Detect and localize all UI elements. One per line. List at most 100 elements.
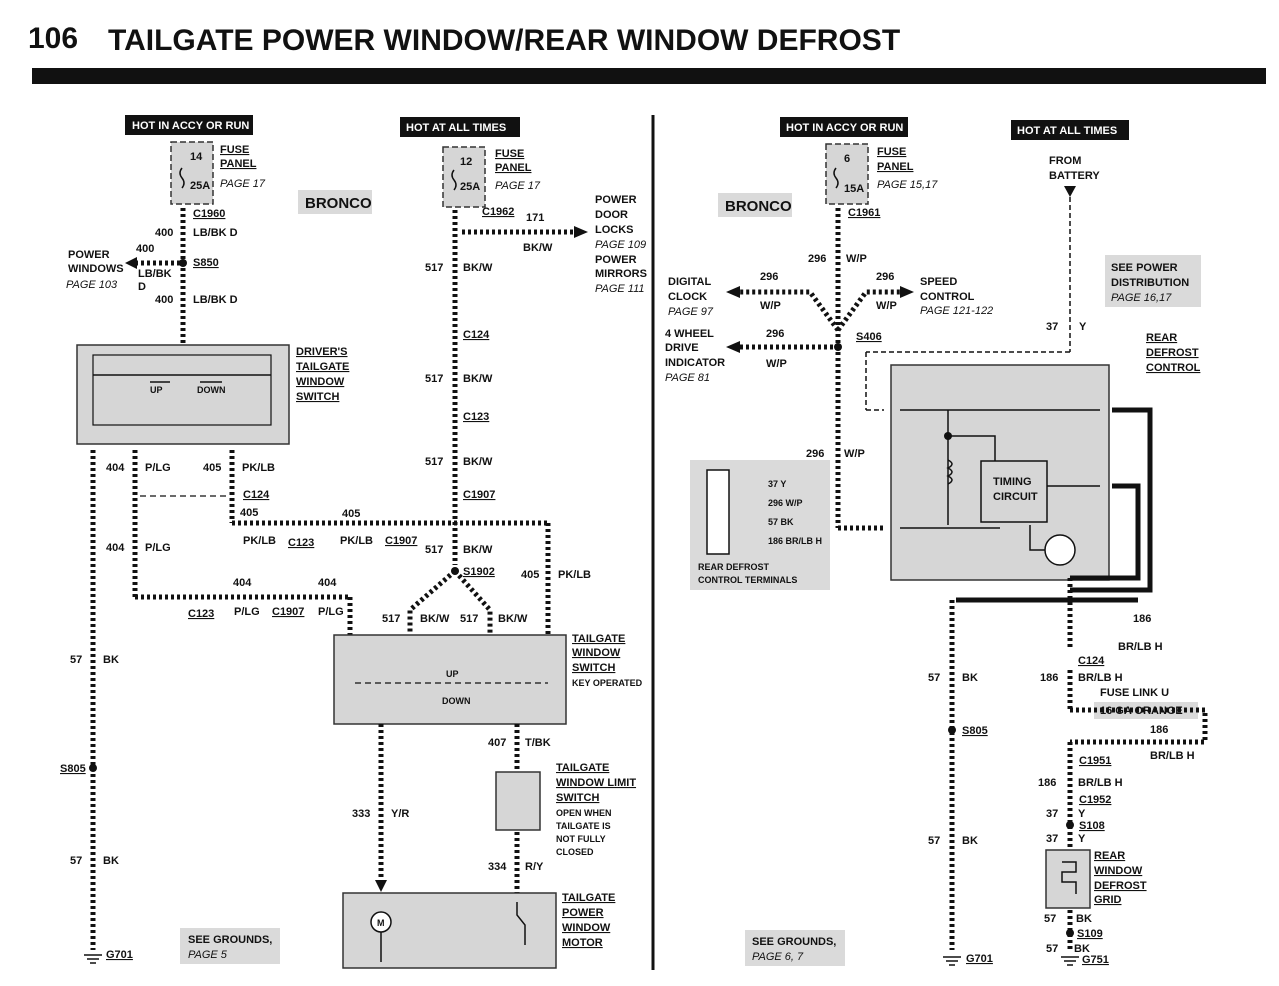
indicator-lamp-icon bbox=[1044, 534, 1076, 566]
grid-label-2: WINDOW bbox=[1094, 865, 1143, 877]
splice-s109-label: S109 bbox=[1077, 928, 1103, 940]
wire-400-num-b: 400 bbox=[136, 243, 154, 255]
power-mirrors-label-2: MIRRORS bbox=[595, 268, 647, 280]
motor-label-4: MOTOR bbox=[562, 937, 603, 949]
terminal-connector-icon bbox=[706, 469, 730, 555]
motor-label: TAILGATE bbox=[562, 892, 615, 904]
wire-517-num-f: 517 bbox=[460, 613, 478, 625]
splice-s805-left-label: S805 bbox=[60, 763, 86, 775]
arrow-333 bbox=[375, 880, 387, 892]
wire-404-num-b: 404 bbox=[106, 542, 125, 554]
wire-517-color-f: BK/W bbox=[498, 613, 528, 625]
wire-186-a bbox=[1070, 407, 1153, 593]
fuse-link-wire bbox=[1070, 707, 1208, 745]
connector-c1962: C1962 bbox=[482, 206, 514, 218]
arrow-from-battery bbox=[1064, 186, 1076, 197]
wire-296-color-a: W/P bbox=[846, 253, 867, 265]
arrow-4wd-indicator bbox=[726, 341, 740, 353]
wire-405-color-d: PK/LB bbox=[558, 569, 591, 581]
wire-186-num-d: 186 bbox=[1038, 777, 1056, 789]
fuse-12 bbox=[442, 146, 486, 208]
wire-517-color-b: BK/W bbox=[463, 373, 493, 385]
wire-186-b bbox=[1070, 483, 1141, 581]
fuse-12-label-2: PANEL bbox=[495, 162, 532, 174]
arrow-digital-clock bbox=[726, 286, 740, 298]
wire-405-num-a: 405 bbox=[203, 462, 221, 474]
wire-407-color: T/BK bbox=[525, 737, 551, 749]
tailgate-switch-label-3: SWITCH bbox=[572, 662, 615, 674]
tailgate-switch-label: TAILGATE bbox=[572, 633, 625, 645]
4wd-indicator-label-3: INDICATOR bbox=[665, 357, 725, 369]
4wd-indicator-label-2: DRIVE bbox=[665, 342, 699, 354]
digital-clock-page: PAGE 97 bbox=[668, 306, 714, 318]
wire-57-color-a: BK bbox=[103, 654, 119, 666]
splice-s850 bbox=[179, 259, 187, 267]
wire-400-color-b-d: D bbox=[138, 281, 146, 293]
digital-clock-label: DIGITAL bbox=[668, 276, 711, 288]
fuse-6-element-icon bbox=[833, 167, 839, 189]
power-door-locks-label-2: DOOR bbox=[595, 209, 628, 221]
arrow-power-door-locks bbox=[574, 226, 588, 238]
limit-switch-note-2: TAILGATE IS bbox=[556, 821, 611, 831]
fuse-12-number: 12 bbox=[460, 156, 472, 168]
power-mirrors-label: POWER bbox=[595, 254, 637, 266]
rear-defrost-control-label-2: DEFROST bbox=[1146, 347, 1199, 359]
connector-c124-186: C124 bbox=[1078, 655, 1105, 667]
limit-switch-label-2: WINDOW LIMIT bbox=[556, 777, 636, 789]
timing-circuit-label-2: CIRCUIT bbox=[993, 491, 1038, 503]
wire-517-num-e: 517 bbox=[382, 613, 400, 625]
wire-517-color-a: BK/W bbox=[463, 262, 493, 274]
4wd-indicator-page: PAGE 81 bbox=[665, 372, 710, 384]
connector-c1960: C1960 bbox=[193, 208, 225, 220]
wire-404-num-c: 404 bbox=[233, 577, 252, 589]
page-title: TAILGATE POWER WINDOW/REAR WINDOW DEFROS… bbox=[108, 24, 900, 57]
see-grounds-right-page: PAGE 6, 7 bbox=[752, 951, 804, 963]
rear-window-defrost-grid bbox=[1045, 849, 1091, 909]
power-door-locks-label-3: LOCKS bbox=[595, 224, 634, 236]
splice-s805-left bbox=[89, 764, 97, 772]
wire-296-num-b: 296 bbox=[760, 271, 778, 283]
wire-400-color-b: LB/BK bbox=[138, 268, 172, 280]
timing-circuit bbox=[980, 460, 1048, 523]
wire-405-color-b: PK/LB bbox=[243, 535, 276, 547]
see-grounds-right-text: SEE GROUNDS, bbox=[752, 936, 836, 948]
from-battery-label-2: BATTERY bbox=[1049, 170, 1100, 182]
wire-333-num: 333 bbox=[352, 808, 370, 820]
wire-404-color-d: P/LG bbox=[318, 606, 344, 618]
wire-57-num-a: 57 bbox=[70, 654, 82, 666]
fuse-14-label: FUSE bbox=[220, 144, 249, 156]
tailgate-switch-down: DOWN bbox=[442, 696, 471, 706]
see-grounds-left-page: PAGE 5 bbox=[188, 949, 228, 961]
drivers-switch-down: DOWN bbox=[197, 385, 226, 395]
tailgate-switch-label-2: WINDOW bbox=[572, 647, 621, 659]
motor-label-2: POWER bbox=[562, 907, 604, 919]
page-number: 106 bbox=[28, 22, 78, 55]
connector-c124-517: C124 bbox=[463, 329, 490, 341]
terminal-57: 57 BK bbox=[768, 517, 794, 527]
drivers-switch-label-3: WINDOW bbox=[296, 376, 345, 388]
speed-control-page: PAGE 121-122 bbox=[920, 305, 993, 317]
wire-517-color-e: BK/W bbox=[420, 613, 450, 625]
wire-404-num-d: 404 bbox=[318, 577, 337, 589]
wire-405-color-c: PK/LB bbox=[340, 535, 373, 547]
splice-s406-label: S406 bbox=[856, 331, 882, 343]
tailgate-switch-up: UP bbox=[446, 669, 459, 679]
see-power-distribution-text-2: DISTRIBUTION bbox=[1111, 277, 1189, 289]
fuse-12-element-icon bbox=[451, 169, 457, 191]
see-grounds-left bbox=[180, 928, 280, 964]
fuse-14-label-2: PANEL bbox=[220, 158, 257, 170]
wire-37-num-a: 37 bbox=[1046, 321, 1058, 333]
digital-clock-label-2: CLOCK bbox=[668, 291, 707, 303]
wire-171-color: BK/W bbox=[523, 242, 553, 254]
splice-s805-right-label: S805 bbox=[962, 725, 988, 737]
drivers-switch-up: UP bbox=[150, 385, 163, 395]
arrow-speed-control bbox=[900, 286, 914, 298]
connector-c124-405: C124 bbox=[243, 489, 270, 501]
fuse-6-page: PAGE 15,17 bbox=[877, 179, 938, 191]
wire-334-num: 334 bbox=[488, 861, 507, 873]
wire-186-num-c: 186 bbox=[1150, 724, 1168, 736]
power-windows-label-2: WINDOWS bbox=[68, 263, 124, 275]
wire-57-num-grid-a: 57 bbox=[1044, 913, 1056, 925]
from-battery-label: FROM bbox=[1049, 155, 1081, 167]
connector-c1907-517: C1907 bbox=[463, 489, 495, 501]
